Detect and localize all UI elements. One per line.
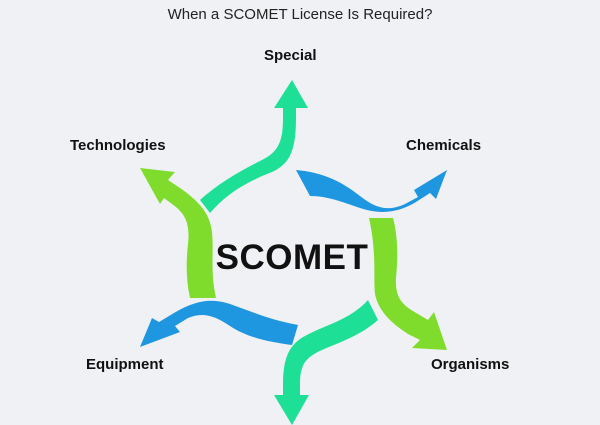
arrow-organisms (369, 218, 447, 350)
arrow-equipment (140, 300, 298, 347)
label-chemicals: Chemicals (406, 137, 482, 154)
label-technologies: Technologies (70, 137, 166, 154)
label-equipment: Equipment (86, 356, 164, 373)
arrow-chemicals (296, 170, 447, 212)
diagram-title: When a SCOMET License Is Required? (167, 6, 433, 23)
arrow-bottom (274, 300, 378, 425)
label-organisms: Organisms (431, 356, 510, 373)
center-label: SCOMET (215, 238, 369, 277)
label-special: Special (264, 47, 317, 64)
arrow-technologies (140, 168, 216, 298)
arrow-special (200, 80, 308, 213)
